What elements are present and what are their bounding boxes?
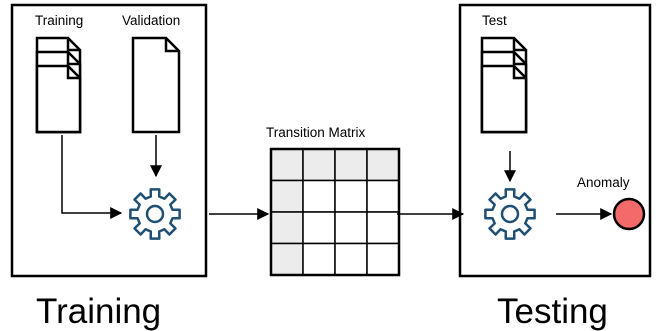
matrix-cell xyxy=(302,179,336,213)
matrix-cell xyxy=(334,179,368,213)
training-file-label: Training xyxy=(35,13,83,28)
matrix-border xyxy=(269,147,401,277)
matrix-cell xyxy=(270,148,304,182)
matrix-cell xyxy=(270,179,304,213)
anomaly-label: Anomaly xyxy=(577,175,630,190)
test-file-label: Test xyxy=(482,13,507,28)
training-panel xyxy=(10,3,208,278)
training-section-title: Training xyxy=(36,292,161,331)
testing-panel xyxy=(458,3,652,278)
matrix-cell xyxy=(334,211,368,245)
matrix-cell xyxy=(366,179,400,213)
validation-file-label: Validation xyxy=(122,13,180,28)
matrix-cell xyxy=(334,242,368,276)
matrix-cell xyxy=(302,242,336,276)
gear-outline xyxy=(129,188,181,240)
matrix-cell xyxy=(302,211,336,245)
training-to-gear-arrow xyxy=(61,135,123,219)
matrix-cell xyxy=(270,211,304,245)
testing-gear-icon xyxy=(484,188,536,240)
transition-matrix xyxy=(269,147,401,277)
validation-document-icon xyxy=(131,36,181,134)
matrix-cell xyxy=(302,148,336,182)
gear-outline xyxy=(484,188,536,240)
training-gear-icon xyxy=(129,188,181,240)
training-document-stack-icon xyxy=(35,36,82,134)
matrix-cell xyxy=(334,148,368,182)
test-document-stack-icon xyxy=(480,36,528,134)
testing-section-title: Testing xyxy=(497,292,608,331)
matrix-cell xyxy=(366,148,400,182)
matrix-cell xyxy=(366,211,400,245)
matrix-label: Transition Matrix xyxy=(266,125,366,140)
matrix-cell xyxy=(270,242,304,276)
gear-hub xyxy=(145,204,165,224)
anomaly-red-circle-icon xyxy=(612,197,646,231)
gear-hub xyxy=(500,204,520,224)
matrix-cell xyxy=(366,242,400,276)
